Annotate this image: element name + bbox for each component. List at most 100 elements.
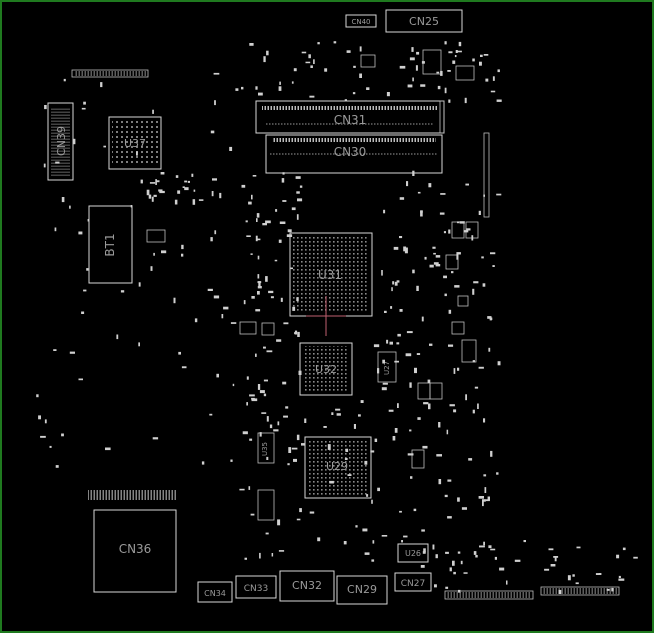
right-part-12[interactable] xyxy=(411,449,425,469)
smd-pad xyxy=(304,418,307,423)
label-u27: U27 xyxy=(383,361,391,375)
smd-pad xyxy=(55,161,60,164)
smd-pad xyxy=(161,250,167,254)
smd-pad xyxy=(81,311,85,314)
smd-pad xyxy=(278,239,282,243)
smd-pad xyxy=(173,297,176,304)
smd-pad xyxy=(299,508,302,513)
smd-pad xyxy=(477,403,479,409)
smd-pad xyxy=(611,587,614,592)
connector-cn27[interactable] xyxy=(394,572,432,592)
smd-pad xyxy=(409,382,412,388)
smd-pad xyxy=(429,264,434,268)
connector-cn36[interactable] xyxy=(93,509,177,593)
smd-pad xyxy=(293,68,297,72)
smd-pad xyxy=(232,383,235,387)
chip-u29[interactable] xyxy=(304,436,372,499)
smd-pad xyxy=(389,341,393,345)
bottom-connector-strip-b[interactable] xyxy=(540,586,620,596)
chip-u37[interactable] xyxy=(108,116,162,170)
smd-pad xyxy=(483,541,485,546)
smd-pad xyxy=(251,398,258,402)
smd-pad xyxy=(251,397,255,400)
u37-balls xyxy=(112,120,158,166)
smd-pad xyxy=(465,183,469,186)
smd-pad xyxy=(410,476,413,479)
smd-pad xyxy=(44,419,47,424)
connector-cn29[interactable] xyxy=(336,575,388,605)
smd-pad xyxy=(360,400,364,403)
connector-cn30[interactable] xyxy=(265,134,443,174)
smd-pad xyxy=(456,252,461,255)
smd-pad xyxy=(403,535,408,538)
smd-pad xyxy=(447,70,451,72)
smd-pad xyxy=(152,437,159,440)
smd-pad xyxy=(416,51,420,55)
connector-cn39[interactable] xyxy=(47,102,74,181)
smd-pad xyxy=(399,197,405,200)
chip-u36-small[interactable] xyxy=(257,489,275,521)
chip-u32[interactable] xyxy=(299,342,353,396)
smd-pad xyxy=(427,379,431,384)
smd-pad xyxy=(492,265,495,267)
smd-pad xyxy=(366,494,369,497)
chip-u27[interactable] xyxy=(377,351,397,383)
smd-pad xyxy=(474,386,479,389)
smd-pad xyxy=(296,518,301,521)
chip-u26[interactable] xyxy=(397,543,429,563)
smd-pad xyxy=(403,246,407,252)
smd-pad xyxy=(308,54,311,59)
right-vertical-strip[interactable] xyxy=(483,132,490,218)
smd-pad xyxy=(187,180,190,183)
connector-cn25[interactable] xyxy=(385,9,463,33)
smd-pad xyxy=(266,350,273,353)
smd-pad xyxy=(329,480,334,484)
battery-bt1[interactable] xyxy=(88,205,133,284)
right-part-7[interactable] xyxy=(457,295,469,307)
smd-pad xyxy=(412,170,415,176)
smd-pad xyxy=(335,408,341,411)
left-center-part-1[interactable] xyxy=(239,321,257,335)
smd-pad xyxy=(406,181,409,187)
smd-pad xyxy=(279,221,286,224)
smd-pad xyxy=(246,376,249,380)
smd-pad xyxy=(485,78,489,82)
smd-pad xyxy=(417,417,421,420)
right-part-6[interactable] xyxy=(445,254,459,270)
smd-pad xyxy=(386,339,389,344)
right-part-11[interactable] xyxy=(429,382,443,400)
right-part-3[interactable] xyxy=(360,54,376,68)
small-ic-left[interactable] xyxy=(146,229,166,243)
bottom-connector-strip-a[interactable] xyxy=(444,590,534,600)
smd-pad xyxy=(388,409,394,412)
right-part-2[interactable] xyxy=(422,49,442,75)
smd-pad xyxy=(256,213,260,218)
connector-cn40[interactable] xyxy=(345,14,377,28)
right-part-8[interactable] xyxy=(451,321,465,335)
cn36-pin-row xyxy=(88,490,176,500)
right-part-10[interactable] xyxy=(417,382,431,400)
smd-pad xyxy=(87,219,90,222)
right-part-9[interactable] xyxy=(461,339,477,363)
left-center-part-2[interactable] xyxy=(261,322,275,336)
connector-cn33[interactable] xyxy=(235,575,277,599)
smd-pad xyxy=(444,41,447,45)
smd-pad xyxy=(381,535,388,537)
label-bt1: BT1 xyxy=(103,233,117,256)
right-part-4[interactable] xyxy=(451,221,465,239)
right-part-1[interactable] xyxy=(455,65,475,81)
smd-pad xyxy=(257,255,260,260)
smd-pad xyxy=(492,76,495,81)
smd-pad xyxy=(271,553,274,557)
smd-pad xyxy=(61,433,64,437)
smd-pad xyxy=(219,192,222,199)
smd-pad xyxy=(221,314,224,319)
connector-cn32[interactable] xyxy=(279,570,335,602)
smd-pad xyxy=(38,415,41,420)
connector-cn34[interactable] xyxy=(197,581,233,603)
smd-pad xyxy=(324,68,328,72)
smd-pad xyxy=(454,285,460,288)
chip-u35[interactable] xyxy=(257,432,275,464)
